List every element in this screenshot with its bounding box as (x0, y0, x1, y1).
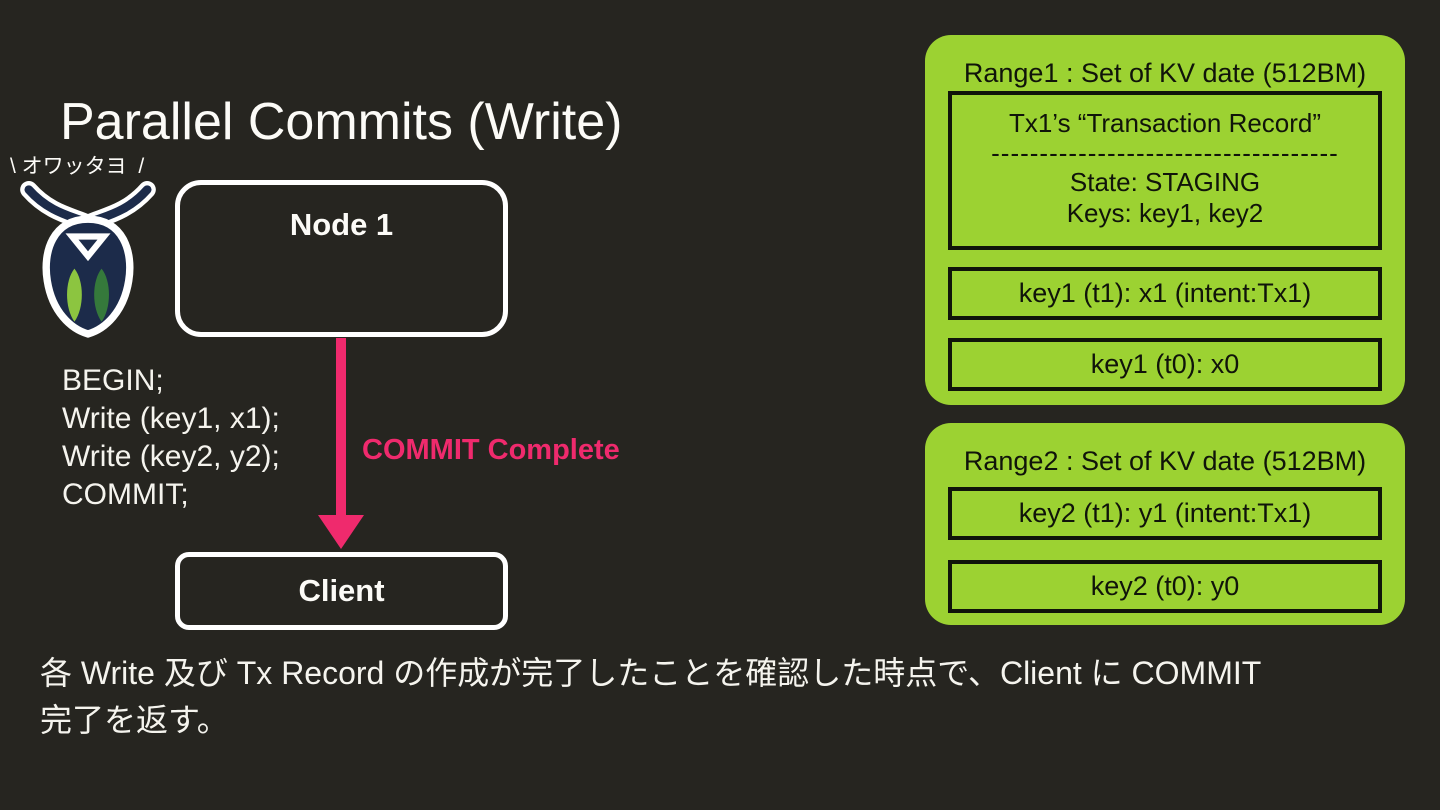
page-title: Parallel Commits (Write) (60, 93, 623, 151)
record-divider: ------------------------------------ (991, 139, 1339, 167)
commit-arrow-shaft (336, 338, 346, 518)
range1-transaction-record-box: Tx1’s “Transaction Record” -------------… (948, 91, 1382, 250)
client-box: Client (175, 552, 508, 630)
footer-note: 各 Write 及び Tx Record の作成が完了したことを確認した時点で、… (40, 650, 1261, 744)
cockroachdb-logo-icon (20, 181, 156, 338)
record-keys: Keys: key1, key2 (1066, 198, 1264, 228)
range2-title: Range2 : Set of KV date (512BM) (963, 446, 1367, 476)
commit-arrow-head-icon (318, 515, 364, 549)
range1-panel: Range1 : Set of KV date (512BM) Tx1’s “T… (925, 35, 1405, 405)
range2-kv-row-t0: key2 (t0): y0 (948, 560, 1382, 613)
range2-panel: Range2 : Set of KV date (512BM) key2 (t1… (925, 423, 1405, 625)
record-title: Tx1’s “Transaction Record” (1008, 108, 1322, 138)
node1-box: Node 1 (175, 180, 508, 337)
node1-label: Node 1 (289, 207, 394, 242)
record-state: State: STAGING (1069, 167, 1261, 197)
footer-line-1: 各 Write 及び Tx Record の作成が完了したことを確認した時点で、… (40, 655, 1262, 691)
range1-kv-row-t1: key1 (t1): x1 (intent:Tx1) (948, 267, 1382, 320)
code-line-write1: Write (key1, x1); (62, 402, 280, 435)
client-label: Client (298, 573, 385, 608)
code-line-begin: BEGIN; (62, 364, 164, 397)
mascot-caption: \ オワッタヨ / (10, 155, 145, 178)
code-line-write2: Write (key2, y2); (62, 440, 280, 473)
range1-kv-row-t0: key1 (t0): x0 (948, 338, 1382, 391)
commit-arrow-label: COMMIT Complete (362, 434, 620, 466)
range1-title: Range1 : Set of KV date (512BM) (963, 58, 1367, 88)
footer-line-2: 完了を返す。 (40, 702, 229, 738)
code-line-commit: COMMIT; (62, 478, 189, 511)
range2-kv-row-t1: key2 (t1): y1 (intent:Tx1) (948, 487, 1382, 540)
sql-code-block: BEGIN; Write (key1, x1); Write (key2, y2… (62, 362, 280, 514)
